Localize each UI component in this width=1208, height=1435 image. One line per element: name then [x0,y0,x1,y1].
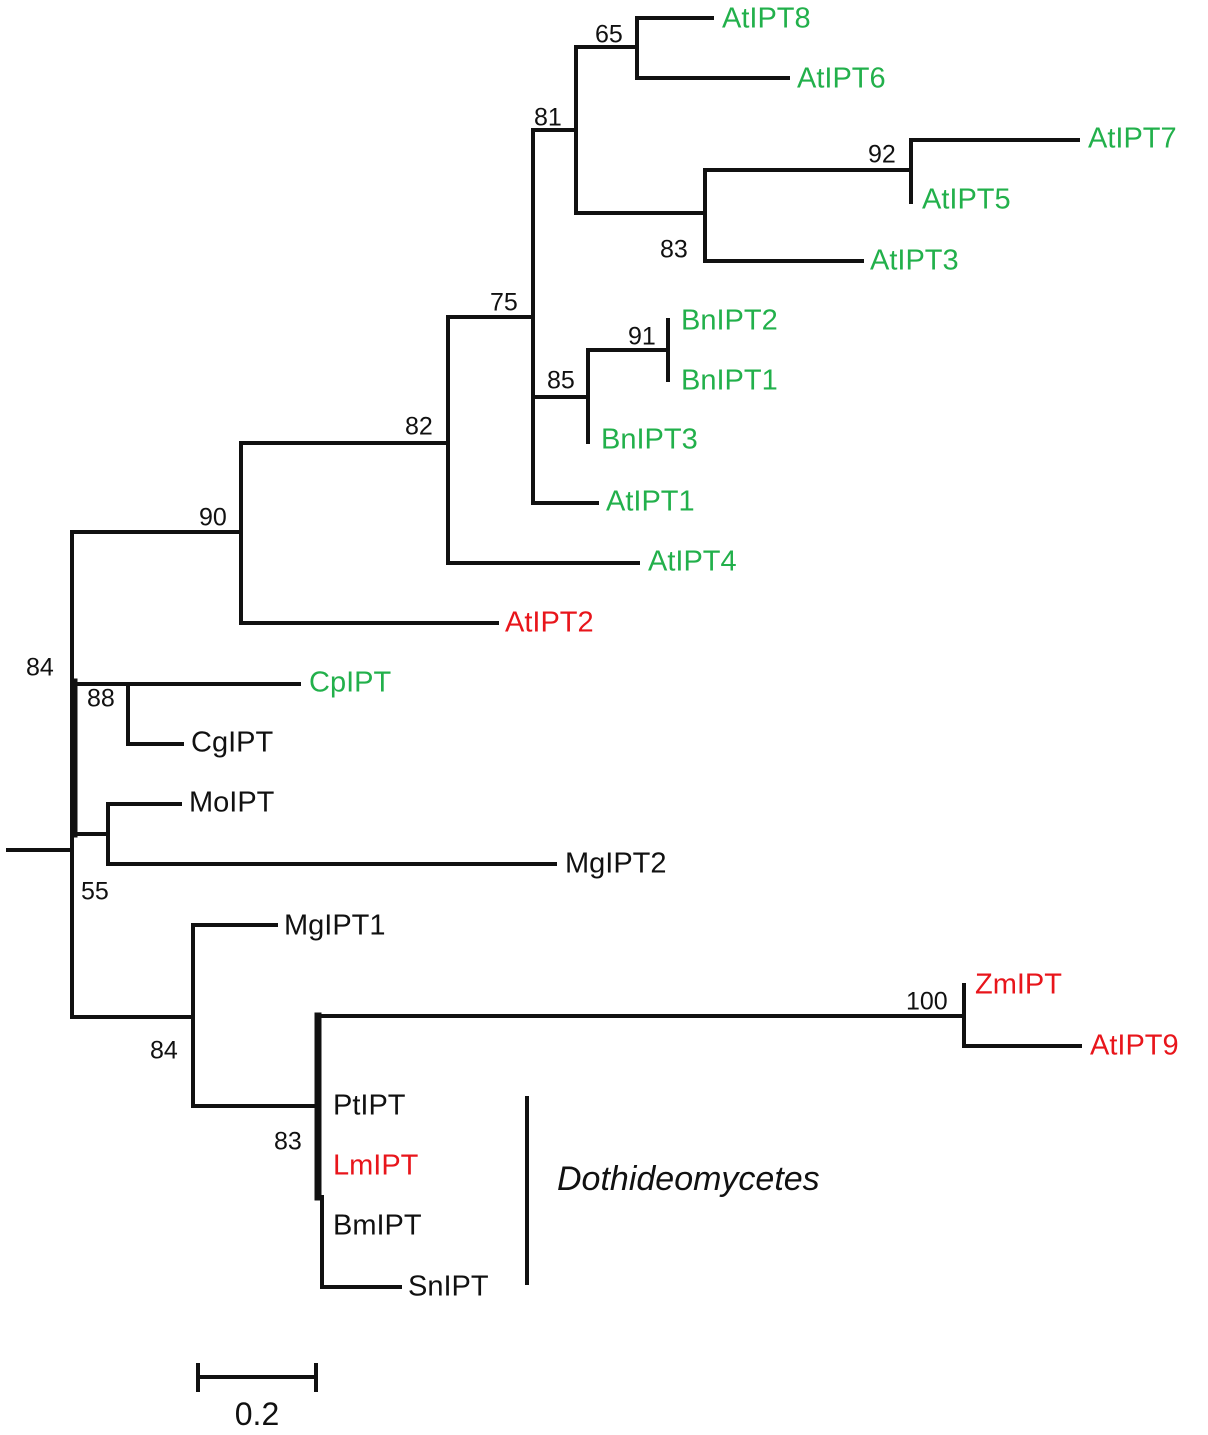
taxon-label-atipt9: AtIPT9 [1090,1030,1179,1062]
taxon-label-atipt2: AtIPT2 [505,607,594,639]
bootstrap-values: 65 81 92 83 75 91 85 82 90 84 88 55 84 100 83 [26,21,948,1156]
bootstrap-value: 85 [547,367,575,395]
taxon-label-atipt6: AtIPT6 [797,63,886,95]
bootstrap-value: 91 [628,323,656,351]
taxon-label-atipt7: AtIPT7 [1088,123,1177,155]
bootstrap-value: 65 [595,21,623,49]
bootstrap-value: 92 [868,141,896,169]
bootstrap-value: 83 [274,1128,302,1156]
taxon-label-snipt: SnIPT [408,1271,489,1303]
bootstrap-value: 83 [660,236,688,264]
taxon-labels: AtIPT8AtIPT6AtIPT7AtIPT5AtIPT3BnIPT2BnIP… [189,3,1179,1303]
clade-label: Dothideomycetes [557,1160,820,1198]
taxon-label-ptipt: PtIPT [333,1090,406,1122]
taxon-label-moipt: MoIPT [189,787,275,819]
taxon-label-zmipt: ZmIPT [975,969,1062,1001]
tree-branches [6,16,1082,1289]
bootstrap-value: 55 [81,878,109,906]
bootstrap-value: 81 [534,104,562,132]
taxon-label-atipt5: AtIPT5 [922,184,1011,216]
bootstrap-value: 82 [405,413,433,441]
bootstrap-value: 90 [199,504,227,532]
scale-bar: 0.2 [196,1363,318,1432]
taxon-label-mgipt2: MgIPT2 [565,848,667,880]
taxon-label-bmipt: BmIPT [333,1210,422,1242]
taxon-label-cgipt: CgIPT [191,727,273,759]
scale-bar-label: 0.2 [235,1396,279,1432]
bootstrap-value: 75 [490,289,518,317]
taxon-label-atipt8: AtIPT8 [722,3,811,35]
bootstrap-value: 84 [26,654,54,682]
taxon-label-mgipt1: MgIPT1 [284,910,386,942]
bootstrap-value: 88 [87,685,115,713]
taxon-label-atipt4: AtIPT4 [648,546,737,578]
bootstrap-value: 84 [150,1037,178,1065]
bootstrap-value: 100 [906,988,948,1016]
taxon-label-bnipt2: BnIPT2 [681,305,778,337]
taxon-label-cpipt: CpIPT [309,667,391,699]
taxon-label-bnipt3: BnIPT3 [601,424,698,456]
taxon-label-lmipt: LmIPT [333,1150,419,1182]
clade-annotation: Dothideomycetes [525,1096,820,1285]
taxon-label-atipt3: AtIPT3 [870,245,959,277]
taxon-label-bnipt1: BnIPT1 [681,365,778,397]
taxon-label-atipt1: AtIPT1 [606,486,695,518]
